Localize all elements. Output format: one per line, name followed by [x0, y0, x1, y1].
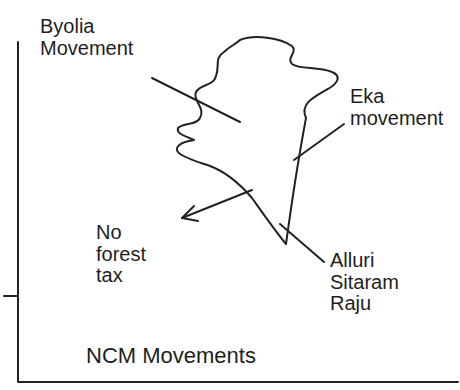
- india-outline: [177, 37, 338, 244]
- leader-arrow: [182, 190, 252, 218]
- frame-tick: [4, 295, 18, 297]
- leader-line: [152, 78, 240, 122]
- caption-text: NCM Movements: [86, 344, 386, 368]
- leader-line: [294, 124, 344, 160]
- map-label: Eka movement: [350, 86, 450, 129]
- map-label: Alluri Sitaram Raju: [330, 250, 442, 315]
- frame-line: [18, 42, 458, 382]
- leader-line: [280, 224, 324, 262]
- map-label: Byolia Movement: [40, 16, 152, 59]
- arrow-head: [182, 206, 198, 221]
- map-label: No forest tax: [96, 222, 176, 287]
